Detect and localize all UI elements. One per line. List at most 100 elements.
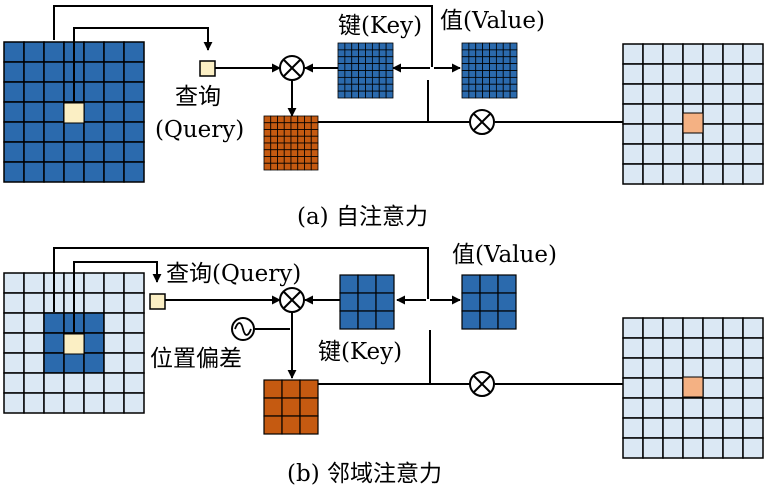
multiply-icon [469, 371, 495, 397]
grid-cell [123, 332, 145, 354]
grid-cell [277, 129, 285, 137]
grid-cell [310, 122, 319, 130]
grid-cell [304, 129, 312, 137]
grid-cell [489, 76, 497, 85]
grid-cell [290, 115, 299, 124]
grid-cell [365, 49, 373, 58]
grid-cell [489, 83, 497, 92]
multiply-icon [279, 287, 305, 313]
panel-b: 查询(Query) 位置偏差 键(Key) 值(Value) [3, 242, 764, 487]
grid-cell [722, 143, 744, 165]
grid-cell [123, 81, 145, 103]
value-label: 值(Value) [440, 8, 545, 34]
grid-cell [682, 43, 704, 65]
grid-cell [722, 163, 744, 185]
grid-cell [23, 352, 45, 374]
grid-cell [682, 337, 704, 359]
grid-cell [702, 63, 724, 85]
grid-cell [3, 61, 25, 83]
grid-cell [509, 90, 518, 99]
grid-cell [742, 143, 764, 165]
grid-cell [482, 90, 490, 99]
grid-cell [375, 310, 395, 330]
caption-a: (a) 自注意力 [297, 204, 428, 230]
grid-cell [622, 417, 644, 439]
grid-cell [385, 42, 394, 51]
grid-cell [283, 156, 292, 164]
grid-cell [378, 49, 387, 58]
grid-cell [722, 417, 744, 439]
grid-cell [123, 392, 145, 414]
grid-cell [495, 76, 504, 85]
grid-cell [337, 90, 346, 99]
grid-cell [270, 122, 278, 130]
grid-cell [702, 437, 724, 459]
grid-cell [337, 49, 346, 58]
grid-cell [622, 63, 644, 85]
grid-cell [263, 149, 272, 157]
grid-cell [461, 76, 470, 85]
grid-cell [622, 337, 644, 359]
grid-cell [310, 115, 319, 124]
grid-cell [475, 70, 484, 78]
grid-cell [83, 41, 105, 63]
grid-cell [299, 379, 319, 399]
grid-cell [43, 61, 65, 83]
grid-cell [270, 115, 278, 124]
grid-cell [622, 437, 644, 459]
grid-cell [495, 90, 504, 99]
grid-cell [742, 63, 764, 85]
grid-cell [83, 272, 105, 294]
grid-cell [23, 272, 45, 294]
grid-cell [475, 49, 484, 58]
grid-cell [337, 70, 346, 78]
grid-cell [475, 76, 484, 85]
grid-cell [351, 76, 360, 85]
grid-cell [103, 372, 125, 394]
grid-cell [509, 83, 518, 92]
value-matrix [461, 42, 518, 99]
grid-cell [304, 149, 312, 157]
grid-cell [23, 392, 45, 414]
grid-cell [103, 272, 125, 294]
grid-cell [509, 49, 518, 58]
output-feature-map [622, 43, 764, 185]
grid-cell [23, 41, 45, 63]
grid-cell [475, 42, 484, 51]
grid-cell [297, 149, 305, 157]
grid-cell [23, 312, 45, 334]
grid-cell [375, 274, 395, 294]
grid-cell [502, 56, 511, 65]
grid-cell [722, 103, 744, 125]
grid-cell [371, 49, 380, 58]
grid-cell [468, 63, 477, 71]
grid-cell [489, 70, 497, 78]
grid-cell [489, 63, 497, 71]
grid-cell [502, 76, 511, 85]
grid-cell [358, 42, 366, 51]
grid-cell [722, 437, 744, 459]
grid-cell [351, 49, 360, 58]
query-projection-arrow [73, 27, 213, 103]
grid-cell [283, 135, 292, 144]
grid-cell [497, 310, 517, 330]
grid-cell [297, 115, 305, 124]
grid-cell [642, 143, 664, 165]
grid-cell [662, 397, 684, 419]
grid-cell [662, 357, 684, 379]
grid-cell [702, 83, 724, 105]
grid-cell [3, 161, 25, 183]
grid-cell [461, 90, 470, 99]
grid-cell [123, 61, 145, 83]
grid-cell [299, 397, 319, 417]
grid-cell [23, 121, 45, 143]
grid-cell [103, 101, 125, 123]
grid-cell [3, 392, 25, 414]
grid-cell [3, 41, 25, 63]
grid-cell [642, 63, 664, 85]
grid-cell [23, 292, 45, 314]
grid-cell [43, 332, 65, 354]
grid-cell [682, 317, 704, 339]
grid-cell [283, 129, 292, 137]
grid-cell [3, 81, 25, 103]
